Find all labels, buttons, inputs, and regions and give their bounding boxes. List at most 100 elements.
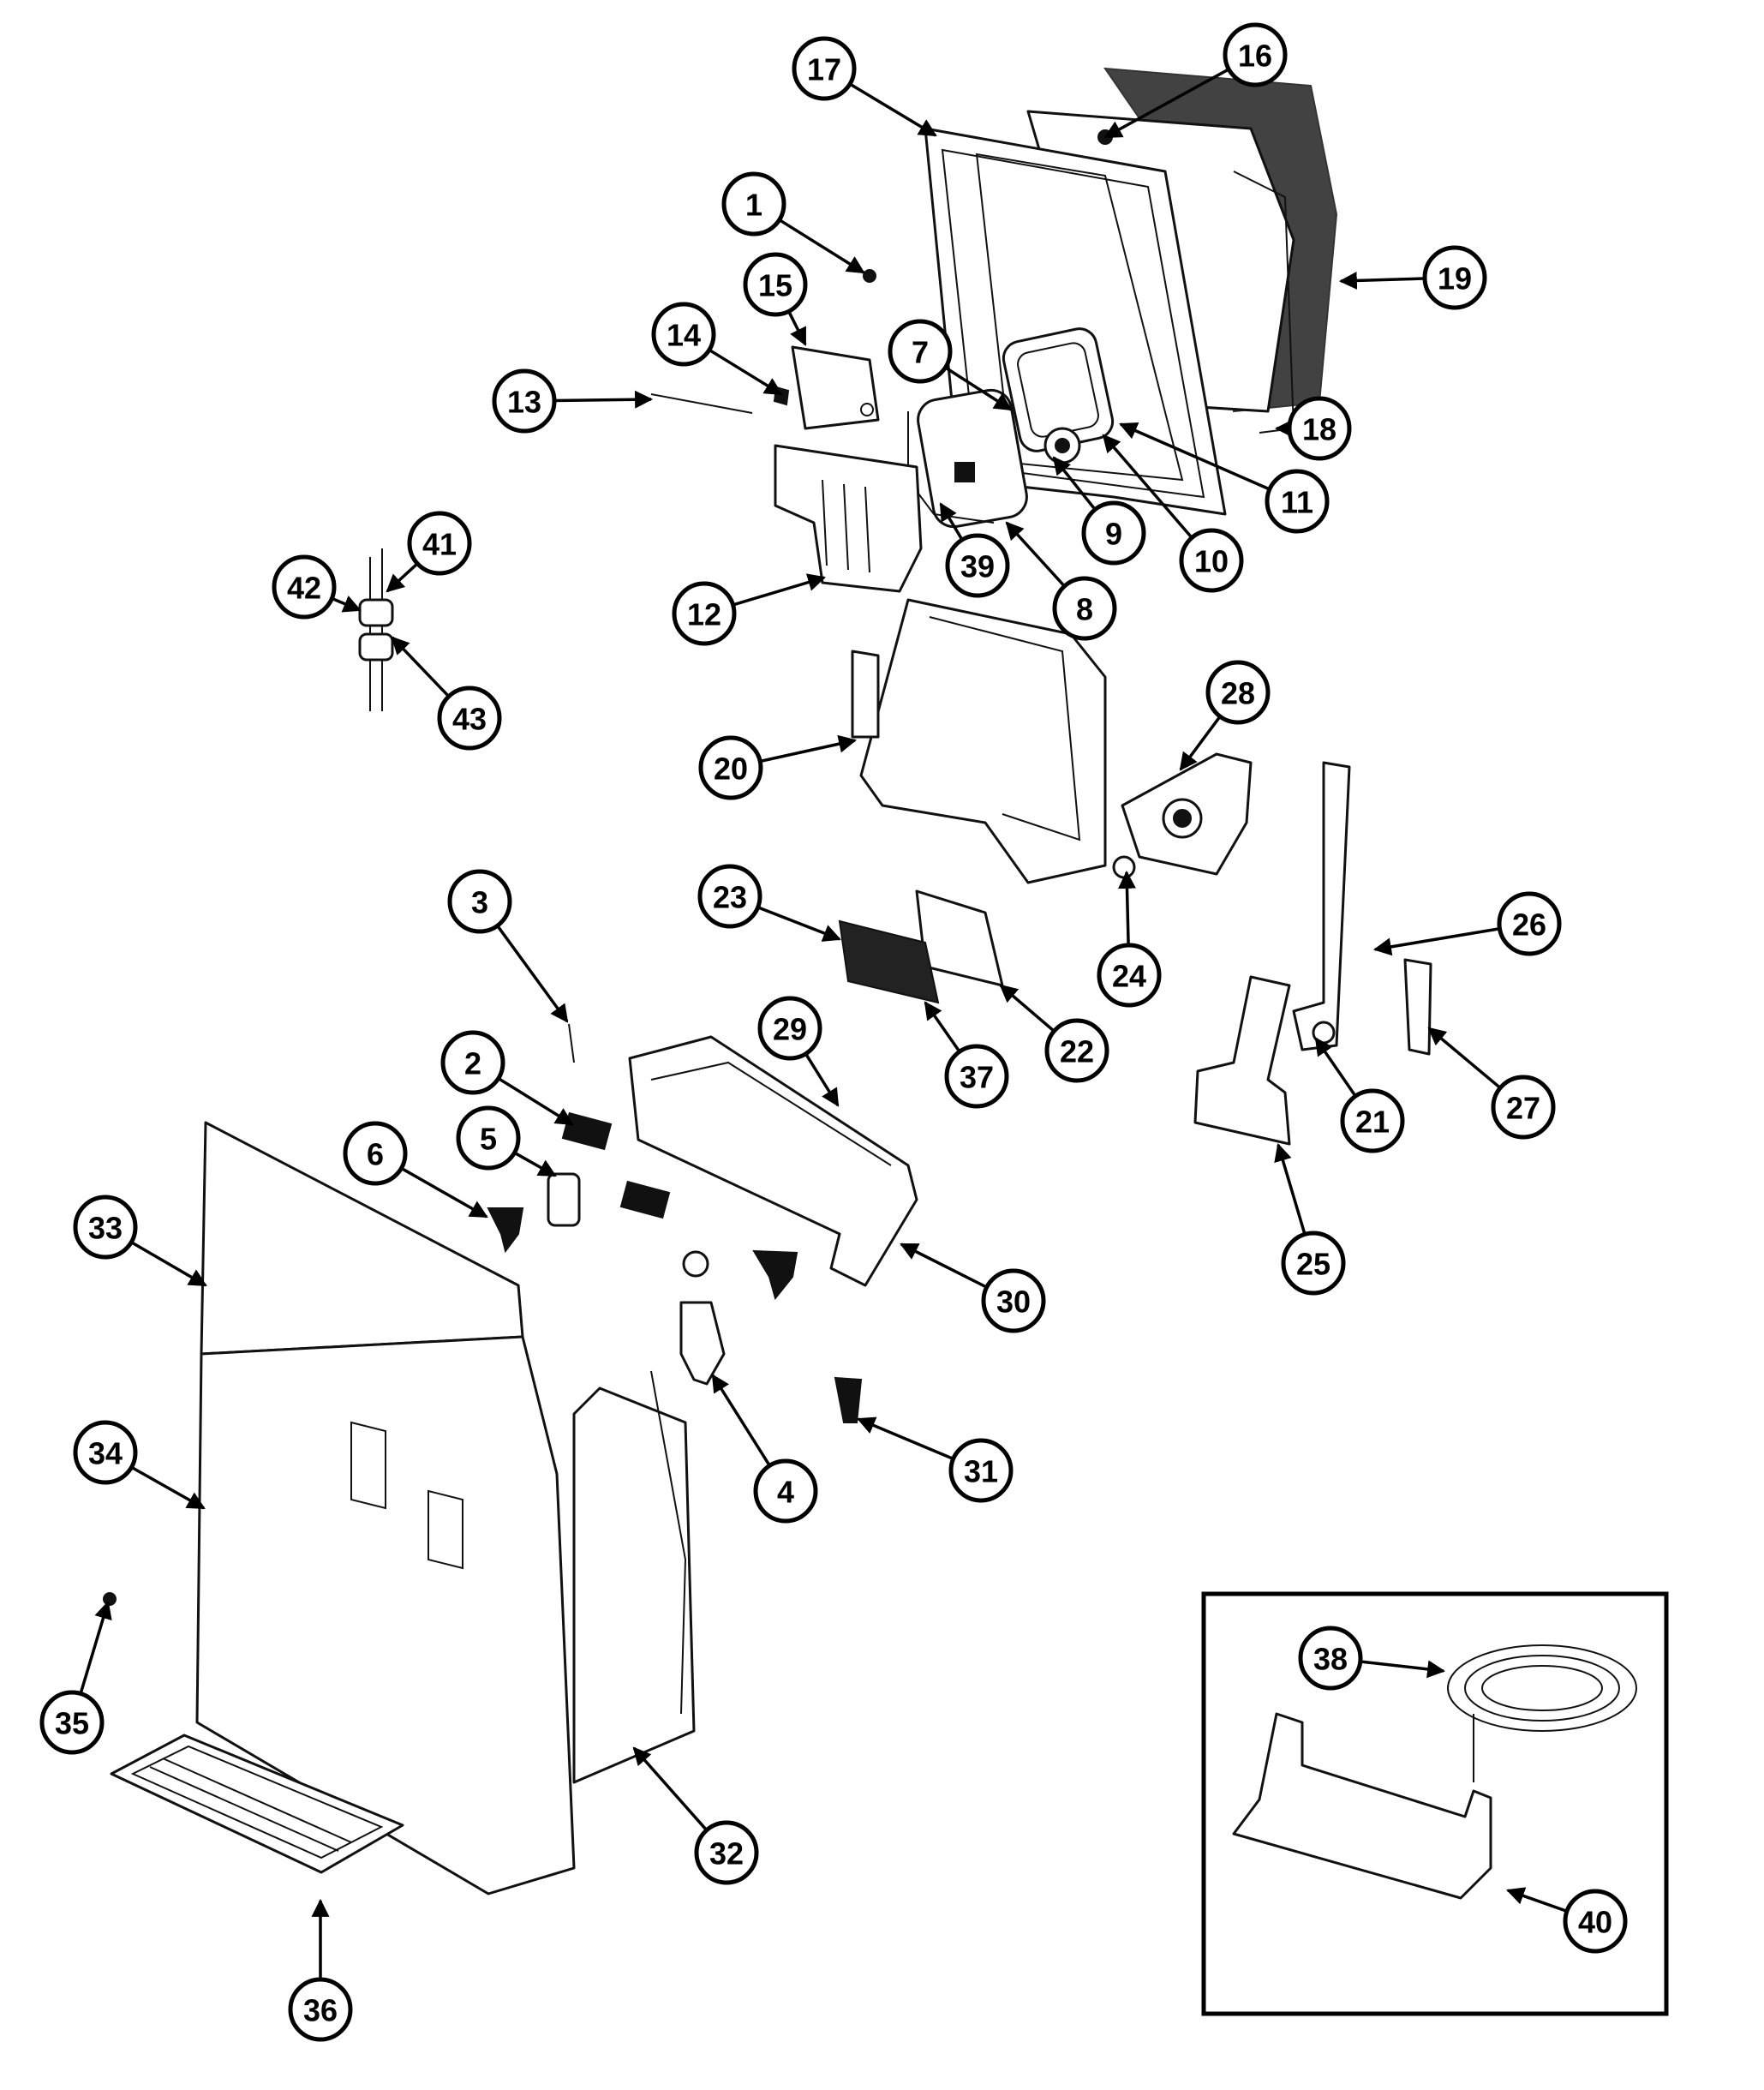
callout-circle-6 [343, 1121, 408, 1186]
part-27-bracket [1403, 958, 1432, 1056]
callout-43: 43 [437, 686, 502, 751]
callout-circle-39 [945, 533, 1010, 598]
callout-circle-13 [492, 368, 557, 434]
callout-circle-10 [1179, 528, 1244, 593]
callout-label-29: 29 [773, 1012, 807, 1047]
callout-circle-36 [288, 1977, 353, 2042]
leader-lines [79, 68, 1568, 1979]
leader-line-24 [1117, 870, 1136, 946]
callout-label-16: 16 [1238, 39, 1272, 74]
callout-label-8: 8 [1076, 592, 1093, 627]
callout-circle-26 [1497, 891, 1562, 956]
part-31-button [834, 1376, 863, 1423]
callout-label-33: 33 [88, 1211, 123, 1246]
callout-25: 25 [1281, 1231, 1346, 1296]
callout-label-3: 3 [471, 885, 488, 920]
callout-17: 17 [792, 36, 857, 101]
callout-14: 14 [651, 302, 716, 367]
part-24-bushing [1112, 855, 1136, 879]
callout-3: 3 [447, 869, 512, 934]
part-36-drip-grille [110, 1734, 404, 1874]
leader-line-3 [496, 925, 569, 1023]
part-35-screw [103, 1592, 117, 1606]
callout-circle-3 [447, 869, 512, 934]
callout-circle-19 [1422, 245, 1487, 310]
leader-line-4 [711, 1374, 771, 1467]
callout-22: 22 [1044, 1018, 1109, 1083]
callout-36: 36 [288, 1977, 353, 2042]
callout-circle-5 [456, 1105, 521, 1171]
part-40-bracket [1232, 1712, 1492, 1900]
callout-circle-11 [1265, 469, 1330, 534]
callout-label-32: 32 [709, 1836, 744, 1871]
leader-line-19 [1338, 271, 1426, 290]
inset-frame [1201, 1591, 1669, 2016]
callout-label-34: 34 [88, 1436, 123, 1471]
leader-line-2 [497, 1076, 574, 1126]
leader-line-23 [756, 906, 841, 942]
callout-8: 8 [1052, 576, 1117, 641]
part-3-screw [568, 1023, 575, 1063]
leader-line-10 [1102, 434, 1193, 539]
leader-line-33 [130, 1241, 207, 1287]
callout-label-36: 36 [303, 1993, 338, 2028]
leader-line-26 [1372, 927, 1500, 956]
callout-40: 40 [1563, 1889, 1628, 1954]
part-30-switch-housing [628, 1035, 918, 1287]
callout-label-11: 11 [1281, 485, 1313, 520]
callout-label-38: 38 [1313, 1642, 1348, 1677]
callout-label-7: 7 [912, 335, 929, 370]
leader-line-42 [331, 596, 362, 613]
callout-label-30: 30 [996, 1285, 1031, 1320]
leader-line-5 [513, 1151, 557, 1177]
callout-4: 4 [753, 1458, 818, 1524]
callout-circle-18 [1287, 396, 1352, 461]
leader-line-12 [733, 573, 827, 607]
part-2-switch-b [619, 1180, 671, 1219]
callout-label-6: 6 [367, 1137, 384, 1172]
callout-24: 24 [1097, 943, 1162, 1008]
callout-12: 12 [672, 581, 737, 646]
callout-circle-2 [440, 1030, 505, 1095]
callout-circle-9 [1081, 500, 1146, 566]
leader-line-6 [400, 1166, 488, 1219]
callout-label-39: 39 [960, 549, 995, 584]
callout-circle-4 [753, 1458, 818, 1524]
callout-label-27: 27 [1506, 1091, 1540, 1126]
callout-34: 34 [73, 1420, 138, 1485]
part-32-side-housing [572, 1370, 696, 1784]
callout-label-37: 37 [960, 1060, 994, 1095]
callout-label-43: 43 [452, 702, 487, 737]
callout-9: 9 [1081, 500, 1146, 566]
callout-circle-25 [1281, 1231, 1346, 1296]
leader-line-38 [1360, 1660, 1446, 1679]
part-39-seal [907, 411, 995, 524]
part-13-rod [650, 393, 753, 414]
callout-circle-32 [694, 1820, 759, 1885]
leader-line-11 [1119, 422, 1271, 491]
callout-35: 35 [39, 1690, 105, 1755]
leader-line-30 [900, 1243, 988, 1289]
callout-label-14: 14 [667, 318, 701, 353]
callout-label-5: 5 [480, 1122, 497, 1157]
callout-41: 41 [407, 511, 472, 576]
callout-33: 33 [73, 1195, 138, 1260]
callout-label-13: 13 [507, 385, 541, 420]
callout-circle-1 [721, 171, 786, 237]
callout-37: 37 [944, 1044, 1009, 1109]
callout-circle-23 [697, 864, 762, 929]
callout-label-15: 15 [758, 268, 792, 303]
callout-15: 15 [743, 252, 808, 317]
part-7-motor-assembly [1002, 327, 1115, 464]
callout-label-9: 9 [1105, 517, 1122, 552]
part-5-socket [547, 1172, 581, 1227]
callout-11: 11 [1265, 469, 1330, 534]
leader-line-8 [1005, 521, 1066, 588]
callout-circle-40 [1563, 1889, 1628, 1954]
part-33-34-front-panel [195, 1121, 576, 1895]
leader-line-34 [130, 1465, 206, 1510]
part-20-22-chute [851, 598, 1107, 987]
part-2-switch-a [561, 1111, 613, 1151]
part-28-cam [1121, 752, 1253, 876]
leader-line-41 [386, 562, 419, 593]
